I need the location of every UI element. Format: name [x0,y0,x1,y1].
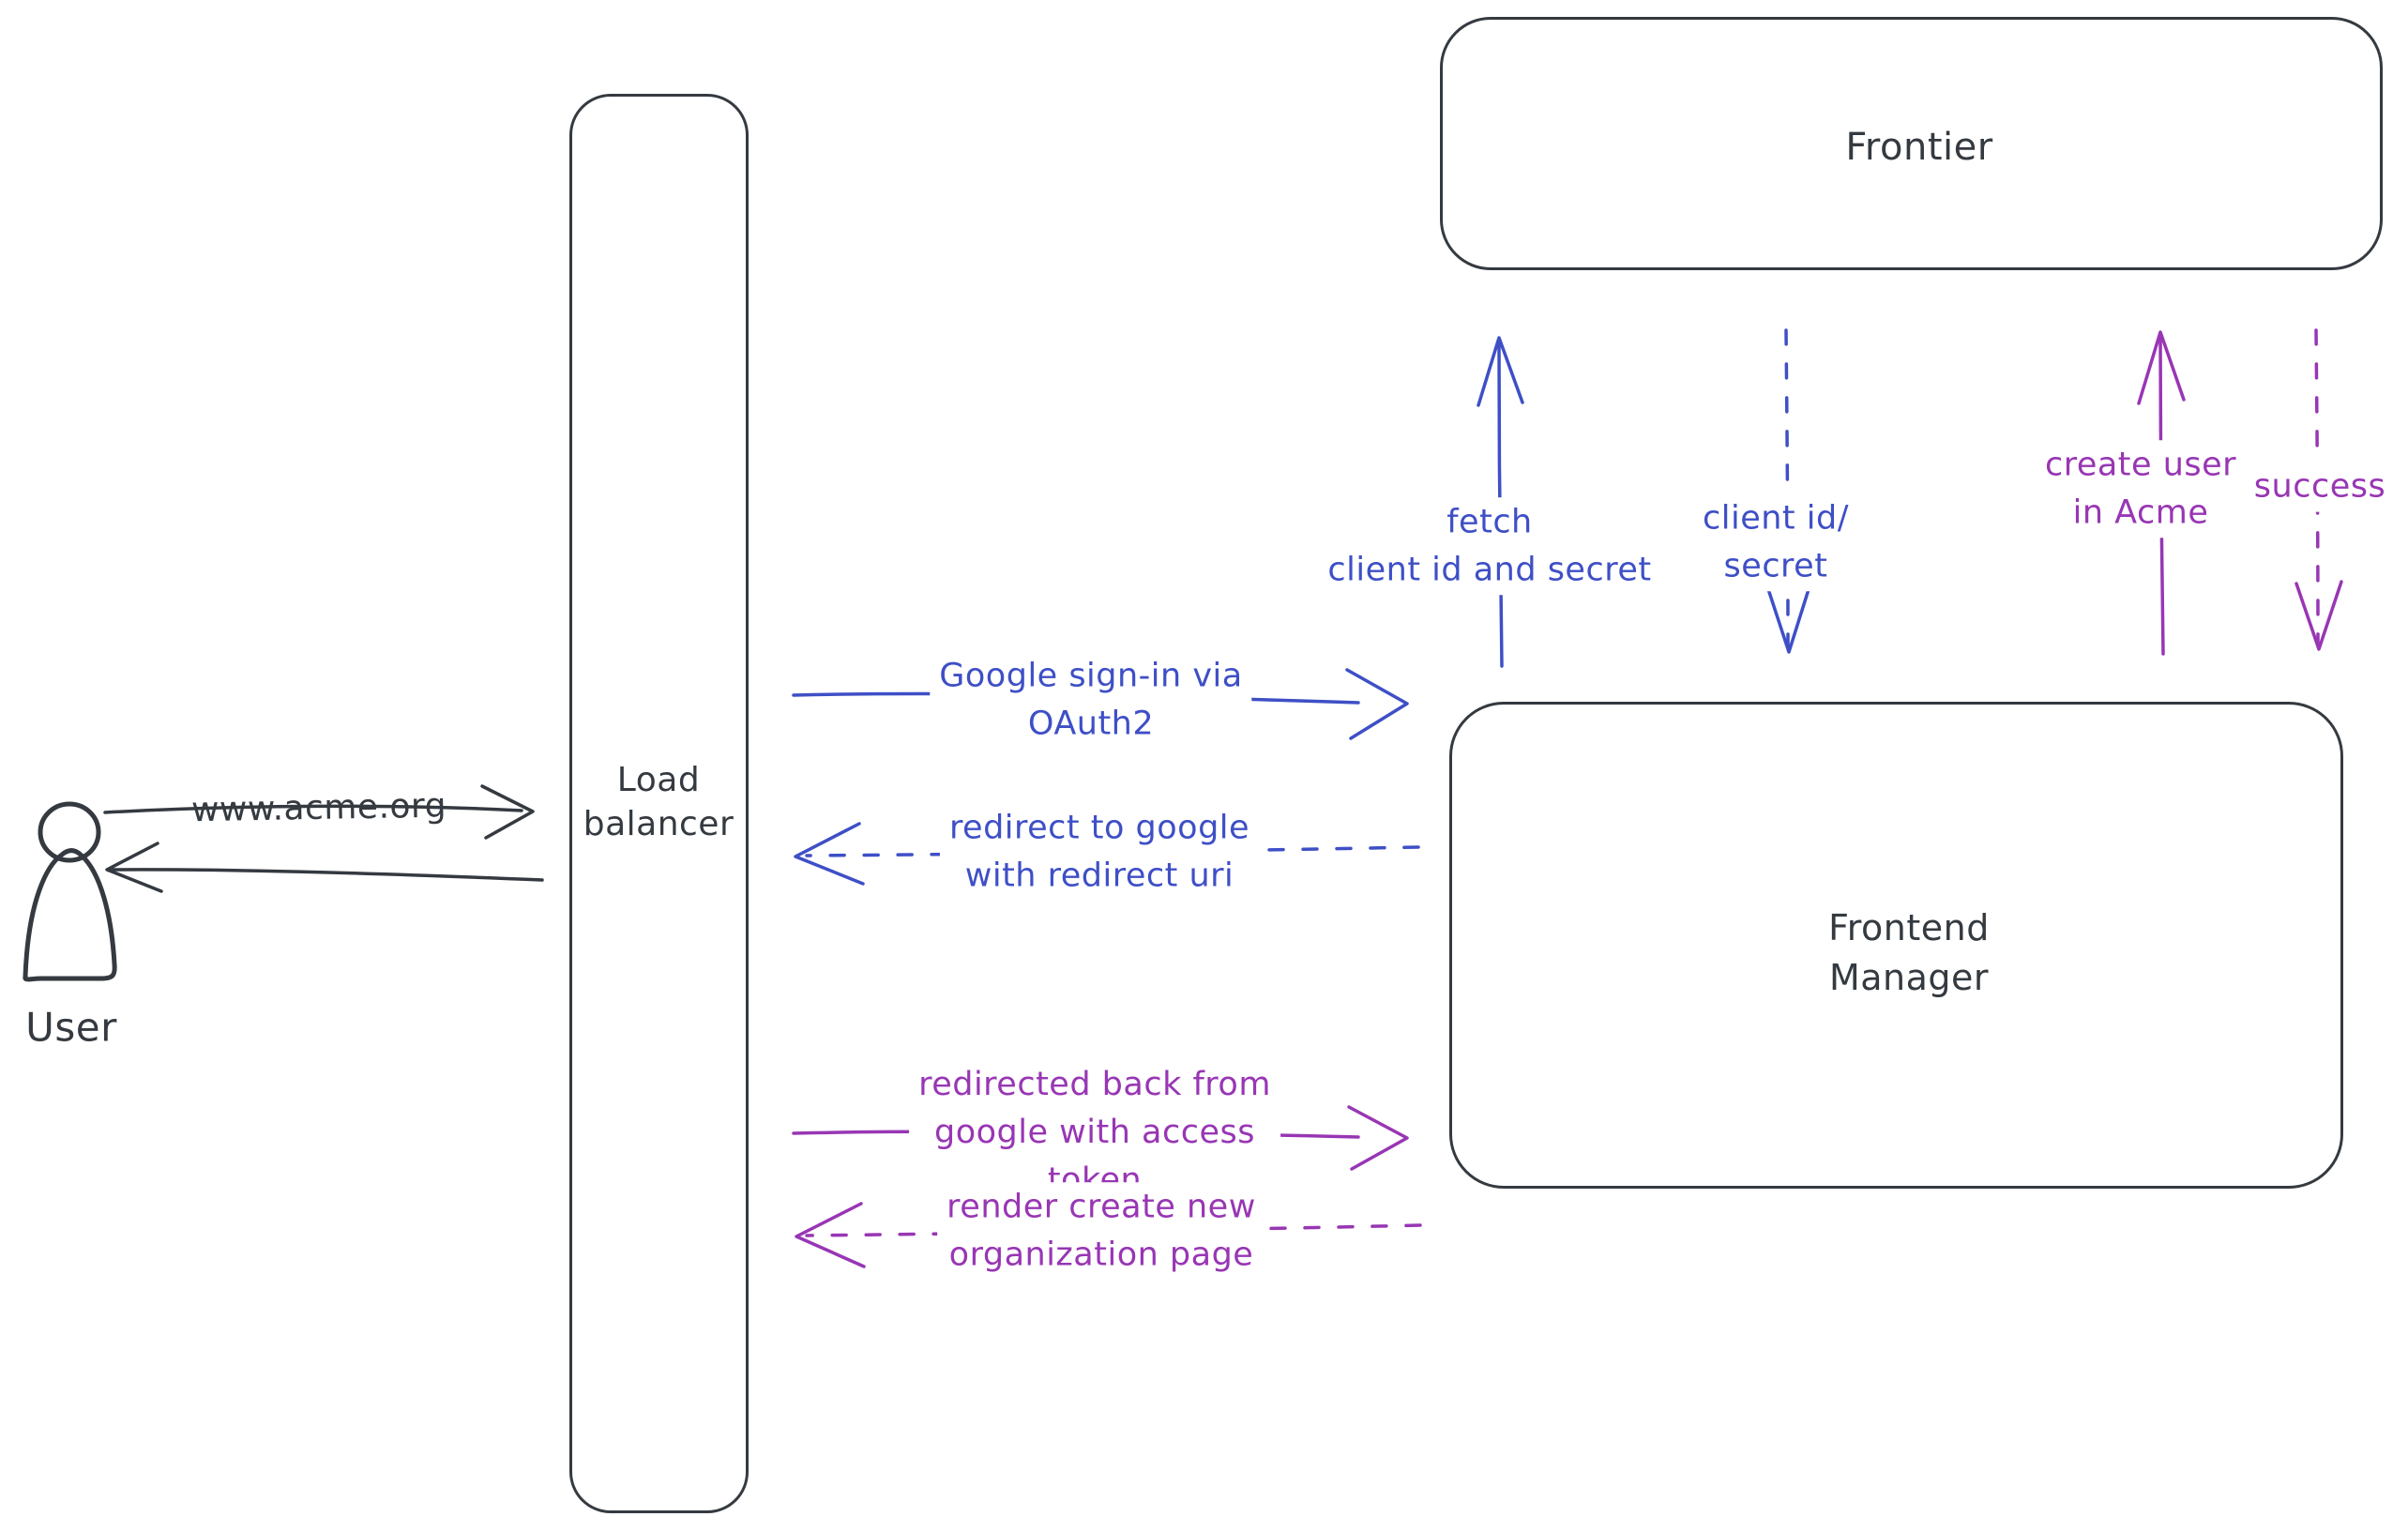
node-frontend-manager [1449,702,2343,1189]
arrow-client-id-secret [1765,328,1812,654]
edge-label-create-user: create user in Acme [2035,440,2247,538]
user-label: User [25,1004,117,1051]
edge-label-success: success [2244,462,2396,512]
frontier-label: Frontier [1845,126,1993,169]
node-frontier [1440,17,2383,270]
edge-label-www-acme: www.acme.org [190,786,447,830]
arrow-www-acme [103,784,535,840]
user-figure-icon [23,801,117,982]
edge-label-fetch-client-id: fetch client id and secret [1318,497,1661,595]
arrow-redirect-to-google [794,822,1420,886]
node-load-balancer [569,94,749,1513]
load-balancer-label: Load balancer [583,761,735,843]
edge-label-redirected-back: redirected back from google with access … [909,1059,1280,1206]
edge-label-client-id-secret: client id/ secret [1693,493,1858,591]
arrow-render-org-page [795,1202,1422,1268]
edge-label-redirect-to-google: redirect to google with redirect uri [939,803,1260,901]
edge-label-render-org-page: render create new organization page [937,1182,1265,1280]
frontend-manager-label: Frontend Manager [1828,906,1990,998]
arrow-lb-to-user [105,842,544,893]
edge-label-google-signin: Google sign-in via OAuth2 [930,651,1252,749]
